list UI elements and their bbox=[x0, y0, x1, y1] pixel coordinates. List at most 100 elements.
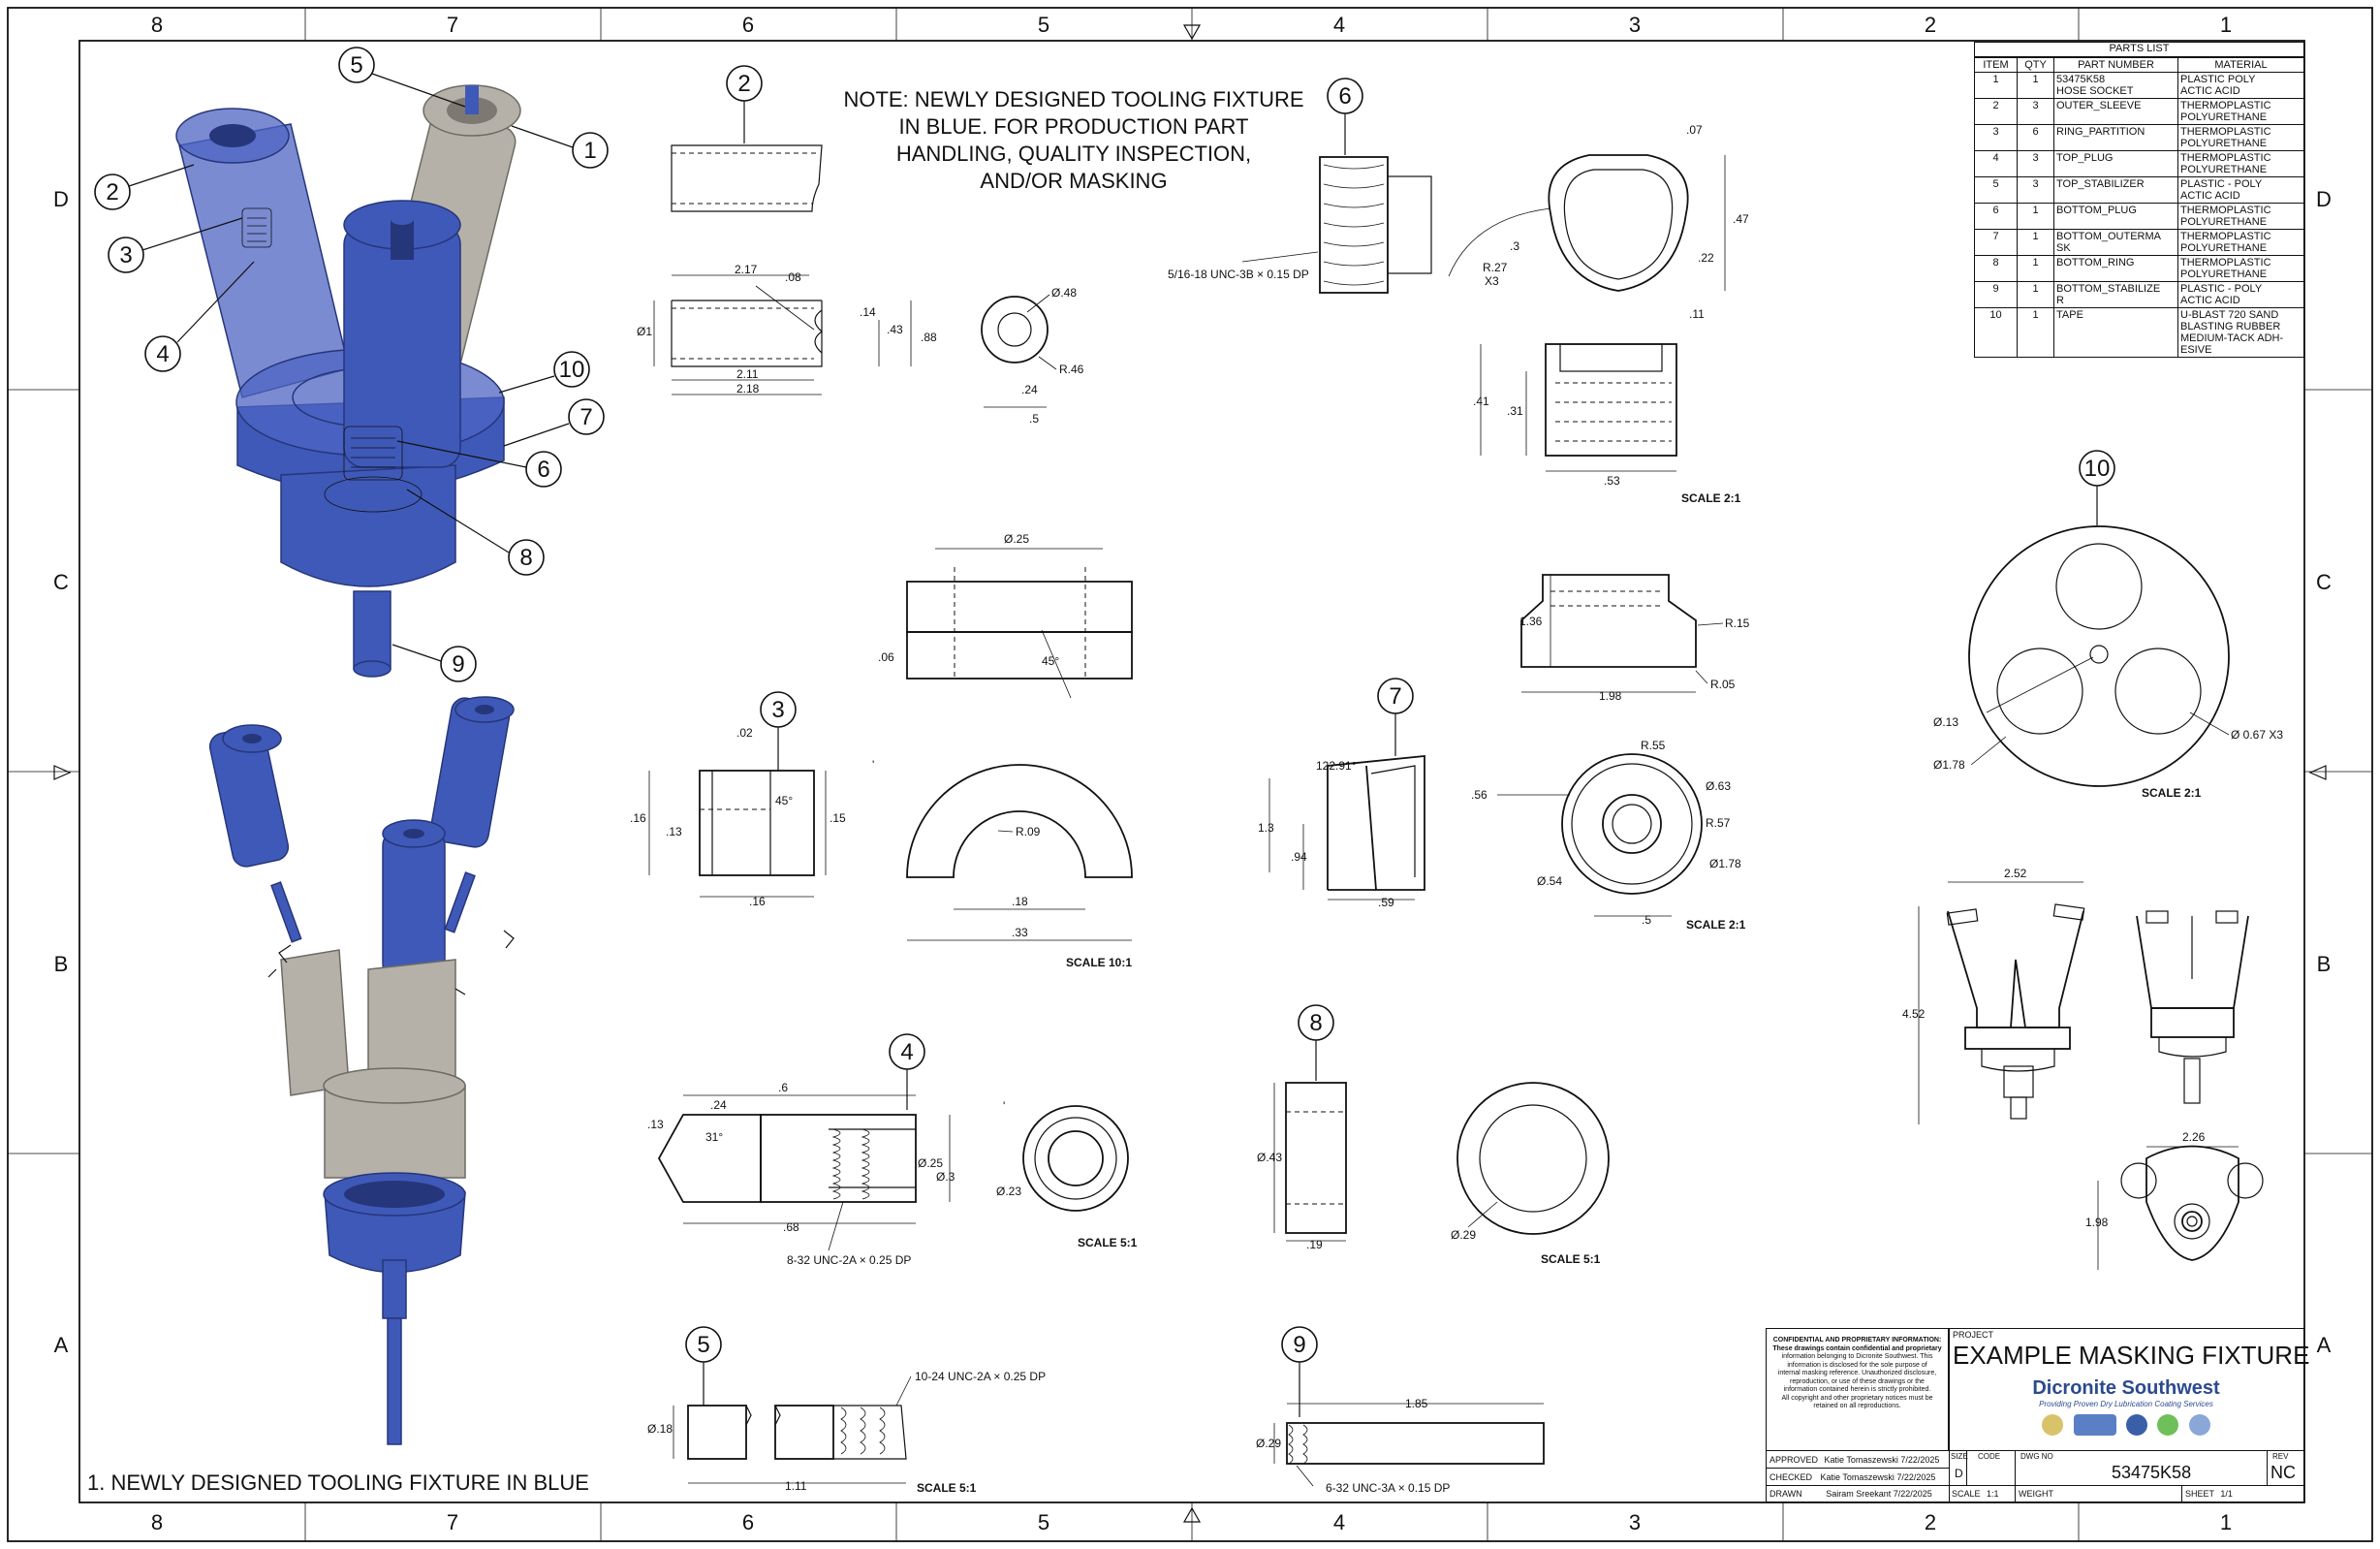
svg-text:Ø.18: Ø.18 bbox=[647, 1422, 673, 1436]
cell-part-number: OUTER_SLEEVE bbox=[2053, 98, 2178, 125]
weight-label: WEIGHT bbox=[2019, 1489, 2053, 1499]
cell-item-line: 9 bbox=[1992, 283, 1999, 295]
svg-text:.08: .08 bbox=[785, 270, 801, 284]
svg-text:Ø.3: Ø.3 bbox=[936, 1170, 955, 1184]
cell-material-line: BLASTING RUBBER bbox=[2180, 321, 2281, 332]
cell-item: 6 bbox=[1974, 203, 2018, 230]
svg-text:.18: .18 bbox=[1012, 895, 1028, 908]
svg-text:B: B bbox=[2317, 952, 2332, 976]
svg-text:.59: .59 bbox=[1378, 896, 1394, 909]
view-bottom-stabilizer: 9 1.85 Ø.29 6-32 UNC-3A × 0.15 DP bbox=[1256, 1326, 1545, 1495]
svg-text:Ø.13: Ø.13 bbox=[1933, 715, 1958, 729]
footnote-text: 1. NEWLY DESIGNED TOOLING FIXTURE IN BLU… bbox=[87, 1470, 589, 1495]
cell-part-number-line: RING_PARTITION bbox=[2056, 126, 2145, 138]
svg-text:.5: .5 bbox=[1029, 412, 1039, 426]
certification-badges bbox=[1949, 1414, 2303, 1440]
cell-qty: 6 bbox=[2017, 124, 2054, 151]
svg-text:R.46: R.46 bbox=[1059, 363, 1084, 376]
sheet-row: SHEET 1/1 bbox=[2185, 1489, 2233, 1499]
svg-text:1.98: 1.98 bbox=[1599, 689, 1622, 703]
svg-text:.13: .13 bbox=[666, 825, 682, 838]
cell-qty: 1 bbox=[2017, 281, 2054, 308]
cell-material-line: PLASTIC POLY bbox=[2180, 74, 2256, 85]
checked-row: CHECKED Katie Tomaszewski 7/22/2025 bbox=[1769, 1472, 1936, 1482]
cell-qty-line: 1 bbox=[2032, 309, 2039, 321]
cell-qty: 1 bbox=[2017, 229, 2054, 256]
svg-text:': ' bbox=[1003, 1099, 1005, 1113]
iso-balloons: 5 1 2 3 4 10 7 6 8 9 bbox=[94, 47, 609, 682]
cell-item: 10 bbox=[1974, 307, 2018, 358]
svg-text:SCALE 2:1: SCALE 2:1 bbox=[1681, 491, 1741, 505]
svg-text:5/16-18 UNC-3B × 0.15 DP: 5/16-18 UNC-3B × 0.15 DP bbox=[1168, 268, 1309, 281]
svg-text:Ø.54: Ø.54 bbox=[1537, 874, 1562, 888]
project-label: PROJECT bbox=[1953, 1330, 1994, 1340]
svg-text:2.26: 2.26 bbox=[2182, 1130, 2206, 1144]
cell-material-line: ACTIC ACID bbox=[2180, 295, 2240, 306]
svg-text:4: 4 bbox=[900, 1039, 913, 1065]
svg-text:R.15: R.15 bbox=[1725, 616, 1750, 630]
svg-text:5: 5 bbox=[1038, 13, 1049, 37]
cell-item: 4 bbox=[1974, 150, 2018, 177]
svg-text:HANDLING, QUALITY INSPECTION,: HANDLING, QUALITY INSPECTION, bbox=[896, 142, 1251, 166]
cell-material-line: POLYURETHANE bbox=[2180, 242, 2268, 254]
svg-text:.15: .15 bbox=[830, 811, 846, 825]
svg-text:Ø 0.67 X3: Ø 0.67 X3 bbox=[2231, 728, 2283, 742]
cell-part-number: TOP_STABILIZER bbox=[2053, 176, 2178, 204]
code-label: CODE bbox=[1978, 1452, 2001, 1461]
cell-part-number-line: 53475K58 bbox=[2056, 74, 2106, 85]
view-bottom-outermask: 7 1.36 R.15 R.05 1.98 122.91° 1.3 .94 .5… bbox=[1258, 574, 1750, 932]
cell-qty-line: 1 bbox=[2032, 257, 2039, 269]
svg-text:3: 3 bbox=[771, 697, 784, 723]
dwg-label: DWG NO bbox=[2020, 1452, 2053, 1461]
svg-text:1.3: 1.3 bbox=[1258, 821, 1274, 835]
cell-material-line: THERMOPLASTIC bbox=[2180, 257, 2271, 269]
svg-text:45°: 45° bbox=[1042, 654, 1059, 668]
project-title: EXAMPLE MASKING FIXTURE bbox=[1953, 1341, 2310, 1370]
svg-text:5: 5 bbox=[350, 52, 362, 79]
svg-text:.16: .16 bbox=[630, 811, 646, 825]
svg-text:AND/OR MASKING: AND/OR MASKING bbox=[980, 169, 1167, 193]
view-ring-3: 3 .02 45° .16 .13 .15 .16 ' bbox=[630, 691, 874, 908]
svg-text:Ø.25: Ø.25 bbox=[918, 1156, 943, 1170]
cell-qty: 1 bbox=[2017, 72, 2054, 99]
view-top-stabilizer: 5 10-24 UNC-2A × 0.25 DP Ø.18 1.11 SCALE… bbox=[647, 1326, 1046, 1495]
cell-material-line: THERMOPLASTIC bbox=[2180, 152, 2271, 164]
cell-item-line: 5 bbox=[1992, 178, 1999, 190]
svg-text:8-32 UNC-2A × 0.25 DP: 8-32 UNC-2A × 0.25 DP bbox=[787, 1253, 911, 1267]
cell-material-line: POLYURETHANE bbox=[2180, 269, 2268, 280]
design-note: NOTE: NEWLY DESIGNED TOOLING FIXTURE IN … bbox=[843, 87, 1303, 193]
svg-text:10-24 UNC-2A × 0.25 DP: 10-24 UNC-2A × 0.25 DP bbox=[915, 1370, 1046, 1383]
svg-text:.43: .43 bbox=[887, 323, 903, 336]
svg-text:.3: .3 bbox=[1510, 239, 1519, 253]
parts-list-header: ITEM QTY PART NUMBER MATERIAL bbox=[1974, 57, 2304, 73]
svg-text:D: D bbox=[2316, 187, 2332, 211]
svg-text:.6: .6 bbox=[778, 1081, 788, 1094]
svg-text:Ø.29: Ø.29 bbox=[1451, 1228, 1476, 1242]
svg-text:Ø.63: Ø.63 bbox=[1706, 779, 1731, 793]
svg-text:1.36: 1.36 bbox=[1519, 615, 1543, 628]
size-label: SIZE bbox=[1951, 1452, 1968, 1461]
svg-text:.5: .5 bbox=[1642, 913, 1651, 927]
svg-text:7: 7 bbox=[1389, 683, 1401, 710]
svg-text:C: C bbox=[53, 570, 69, 594]
cell-material-line: POLYURETHANE bbox=[2180, 164, 2268, 175]
cell-item: 5 bbox=[1974, 176, 2018, 204]
svg-text:SCALE 5:1: SCALE 5:1 bbox=[1078, 1236, 1138, 1249]
cell-material-line: THERMOPLASTIC bbox=[2180, 205, 2271, 216]
cell-qty-line: 1 bbox=[2032, 231, 2039, 242]
cell-qty-line: 6 bbox=[2032, 126, 2039, 138]
svg-text:.11: .11 bbox=[1689, 307, 1705, 321]
svg-text:45°: 45° bbox=[775, 794, 793, 807]
svg-text:.41: .41 bbox=[1473, 395, 1489, 408]
cell-material-line: PLASTIC - POLY bbox=[2180, 283, 2263, 295]
svg-text:Ø.48: Ø.48 bbox=[1051, 286, 1077, 300]
svg-text:NOTE: NEWLY DESIGNED TOOLING F: NOTE: NEWLY DESIGNED TOOLING FIXTURE bbox=[843, 87, 1303, 111]
svg-text:1: 1 bbox=[2220, 1510, 2232, 1534]
